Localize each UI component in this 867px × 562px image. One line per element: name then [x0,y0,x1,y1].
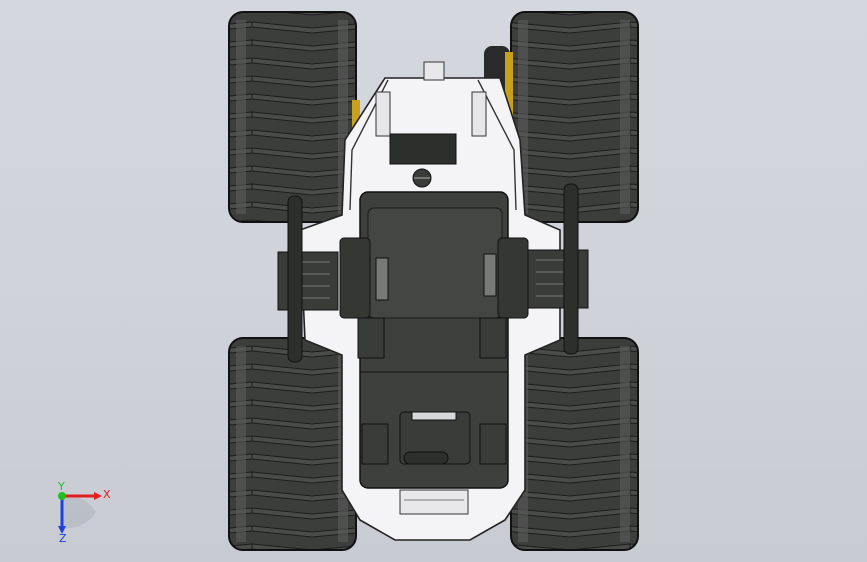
y-axis-label: Y [57,482,65,493]
x-axis-label: X [103,488,111,501]
battery-tray[interactable] [339,191,529,489]
front-post-left [375,91,391,137]
orientation-triad: X Y Z [57,482,111,545]
tire-rear-right[interactable] [510,337,639,551]
tire-rear-left[interactable] [228,337,357,551]
chassis-rail-right [477,79,517,211]
rear-bumper [399,489,469,515]
axle-housing-left[interactable] [277,251,339,311]
z-axis-arrow-icon [58,526,66,534]
z-axis-label: Z [59,532,67,545]
x-axis-arrow-icon [94,492,102,500]
suspension-link-left[interactable] [287,195,303,363]
suspension-link-right[interactable] [563,183,579,355]
axle-housing-right[interactable] [527,249,589,309]
switch-block[interactable] [389,133,457,165]
tire-front-left[interactable] [228,11,357,223]
front-tab [423,61,445,81]
y-axis-dot-icon [58,492,66,500]
front-post-right [471,91,487,137]
wheel-hub-front-left [352,100,360,140]
